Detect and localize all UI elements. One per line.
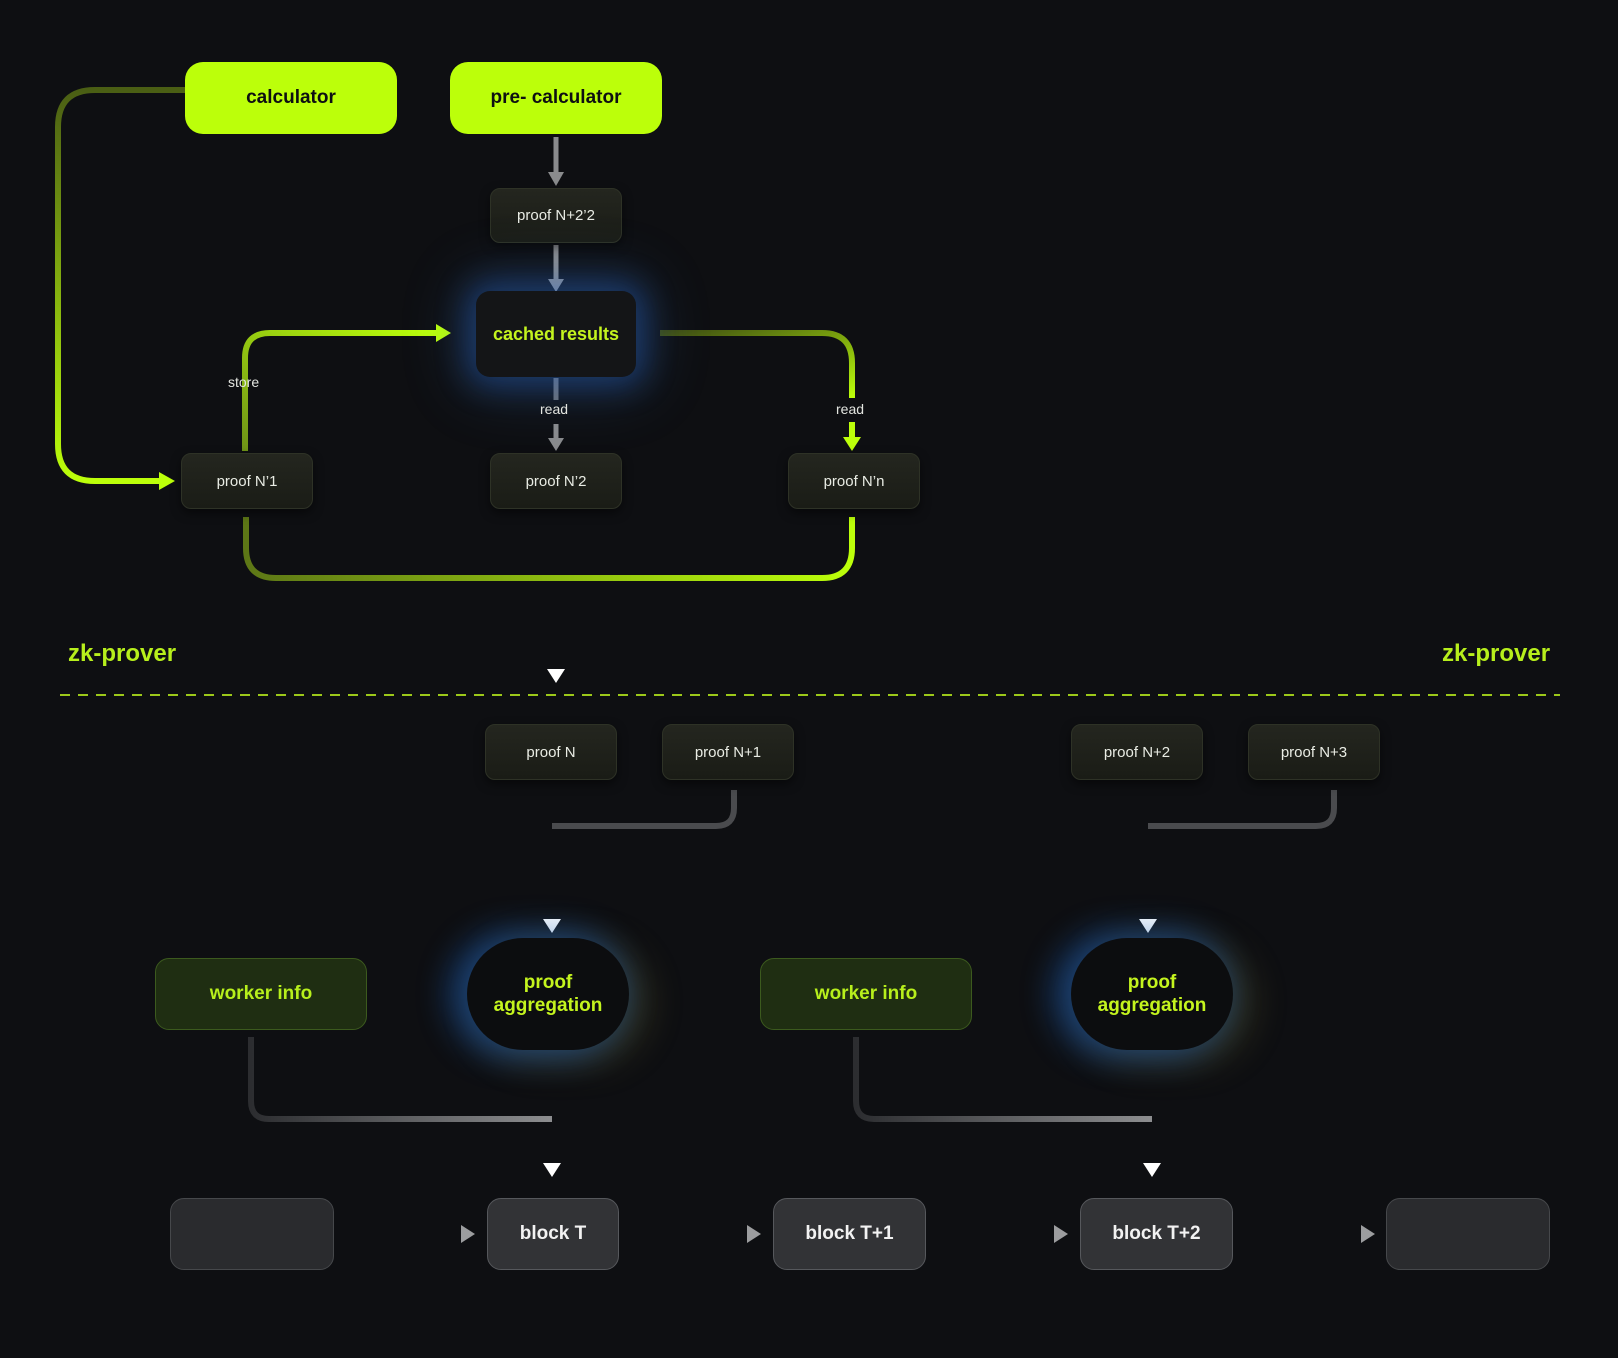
cached-results-node: cached results — [476, 291, 636, 377]
block-t-node: block T — [487, 1198, 619, 1270]
worker-info-node-2: worker info — [760, 958, 972, 1030]
proof-n1-merge-wire — [552, 790, 737, 829]
read-wire-right — [660, 330, 855, 398]
proof-n-1-node: proof N’1 — [181, 453, 313, 509]
arrowhead-block-t — [543, 1163, 561, 1177]
store-wire — [242, 330, 438, 451]
arrowhead-cached — [548, 279, 564, 292]
zk-prover-label-right: zk-prover — [1442, 640, 1551, 667]
proof-n-plus-2-node: proof N+2 — [1071, 724, 1203, 780]
chain-arrowhead-1 — [461, 1225, 475, 1243]
proof-n-plus-3-node: proof N+3 — [1248, 724, 1380, 780]
chain-arrowhead-4 — [1361, 1225, 1375, 1243]
arrowhead-aggregation-1 — [543, 919, 561, 933]
arrowhead-main-down — [547, 669, 565, 683]
proof-aggregation-node-2: proof aggregation — [1071, 938, 1233, 1050]
proof-n-node: proof N — [485, 724, 617, 780]
arrowhead-block-t2 — [1143, 1163, 1161, 1177]
calculator-node: calculator — [185, 62, 397, 134]
read-label-right: read — [836, 401, 865, 417]
worker-2-wire — [853, 1037, 1152, 1122]
worker-1-wire — [248, 1037, 552, 1122]
proof-aggregation-node-1: proof aggregation — [467, 938, 629, 1050]
worker-info-node-1: worker info — [155, 958, 367, 1030]
proof-n3-merge-wire — [1148, 790, 1337, 829]
block-t-plus-2-node: block T+2 — [1080, 1198, 1233, 1270]
store-label: store — [228, 374, 260, 390]
chain-arrowhead-3 — [1054, 1225, 1068, 1243]
proof-n-2-node: proof N’2 — [490, 453, 622, 509]
arrowhead-aggregation-2 — [1139, 919, 1157, 933]
calculator-to-proof-n1-wire — [55, 87, 185, 484]
read-label-center: read — [540, 401, 569, 417]
chain-arrowhead-2 — [747, 1225, 761, 1243]
arrowhead-proof-n2 — [548, 438, 564, 451]
block-previous-placeholder — [170, 1198, 334, 1270]
arrowhead-proof-nn — [843, 437, 861, 451]
arrowhead-proof-n1 — [159, 472, 175, 490]
proof-n-plus-2-2-node: proof N+2’2 — [490, 188, 622, 243]
block-next-placeholder — [1386, 1198, 1550, 1270]
block-t-plus-1-node: block T+1 — [773, 1198, 926, 1270]
zk-prover-label-left: zk-prover — [68, 640, 177, 667]
proof-n-plus-1-node: proof N+1 — [662, 724, 794, 780]
proof-n-n-node: proof N’n — [788, 453, 920, 509]
bottom-loop-wire — [243, 517, 855, 581]
pre-calculator-node: pre- calculator — [450, 62, 662, 134]
arrowhead-precalc — [548, 172, 564, 186]
arrowhead-store — [436, 324, 451, 342]
